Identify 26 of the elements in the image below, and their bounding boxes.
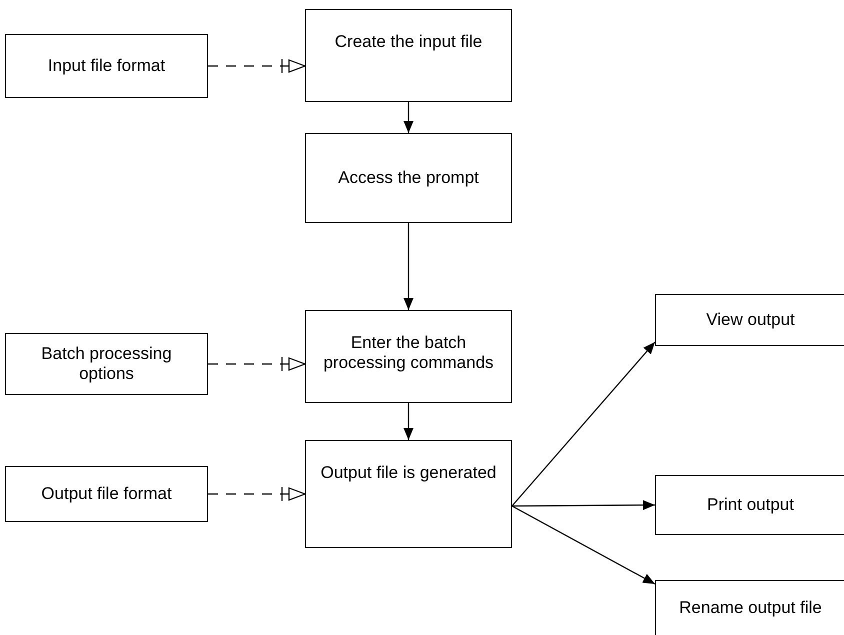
process-box <box>5 466 208 522</box>
box-label: Input file format <box>48 56 166 76</box>
box-label: Batch processing options <box>40 344 173 384</box>
process-box <box>305 310 512 403</box>
process-box <box>655 294 844 346</box>
process-box <box>5 333 208 395</box>
box-label: Rename output file <box>679 598 822 618</box>
box-label: Output file is generated <box>320 463 496 484</box>
arrow <box>512 505 656 585</box>
process-box <box>5 34 208 98</box>
arrow <box>404 223 414 310</box>
box-label: Print output <box>707 494 794 516</box>
process-box <box>305 9 512 102</box>
arrow <box>512 500 655 510</box>
arrow <box>512 342 656 506</box>
process-box <box>305 440 512 548</box>
process-box <box>305 133 512 223</box>
arrow <box>404 403 414 440</box>
process-box <box>655 580 844 635</box>
arrow <box>404 102 414 133</box>
box-label: Enter the batch processing commands <box>322 333 495 374</box>
process-box <box>655 475 844 535</box>
box-label: Create the input file <box>334 32 482 52</box>
box-label: Output file format <box>41 484 172 504</box>
box-label: View output <box>706 310 795 330</box>
box-label: Access the prompt <box>338 168 479 188</box>
